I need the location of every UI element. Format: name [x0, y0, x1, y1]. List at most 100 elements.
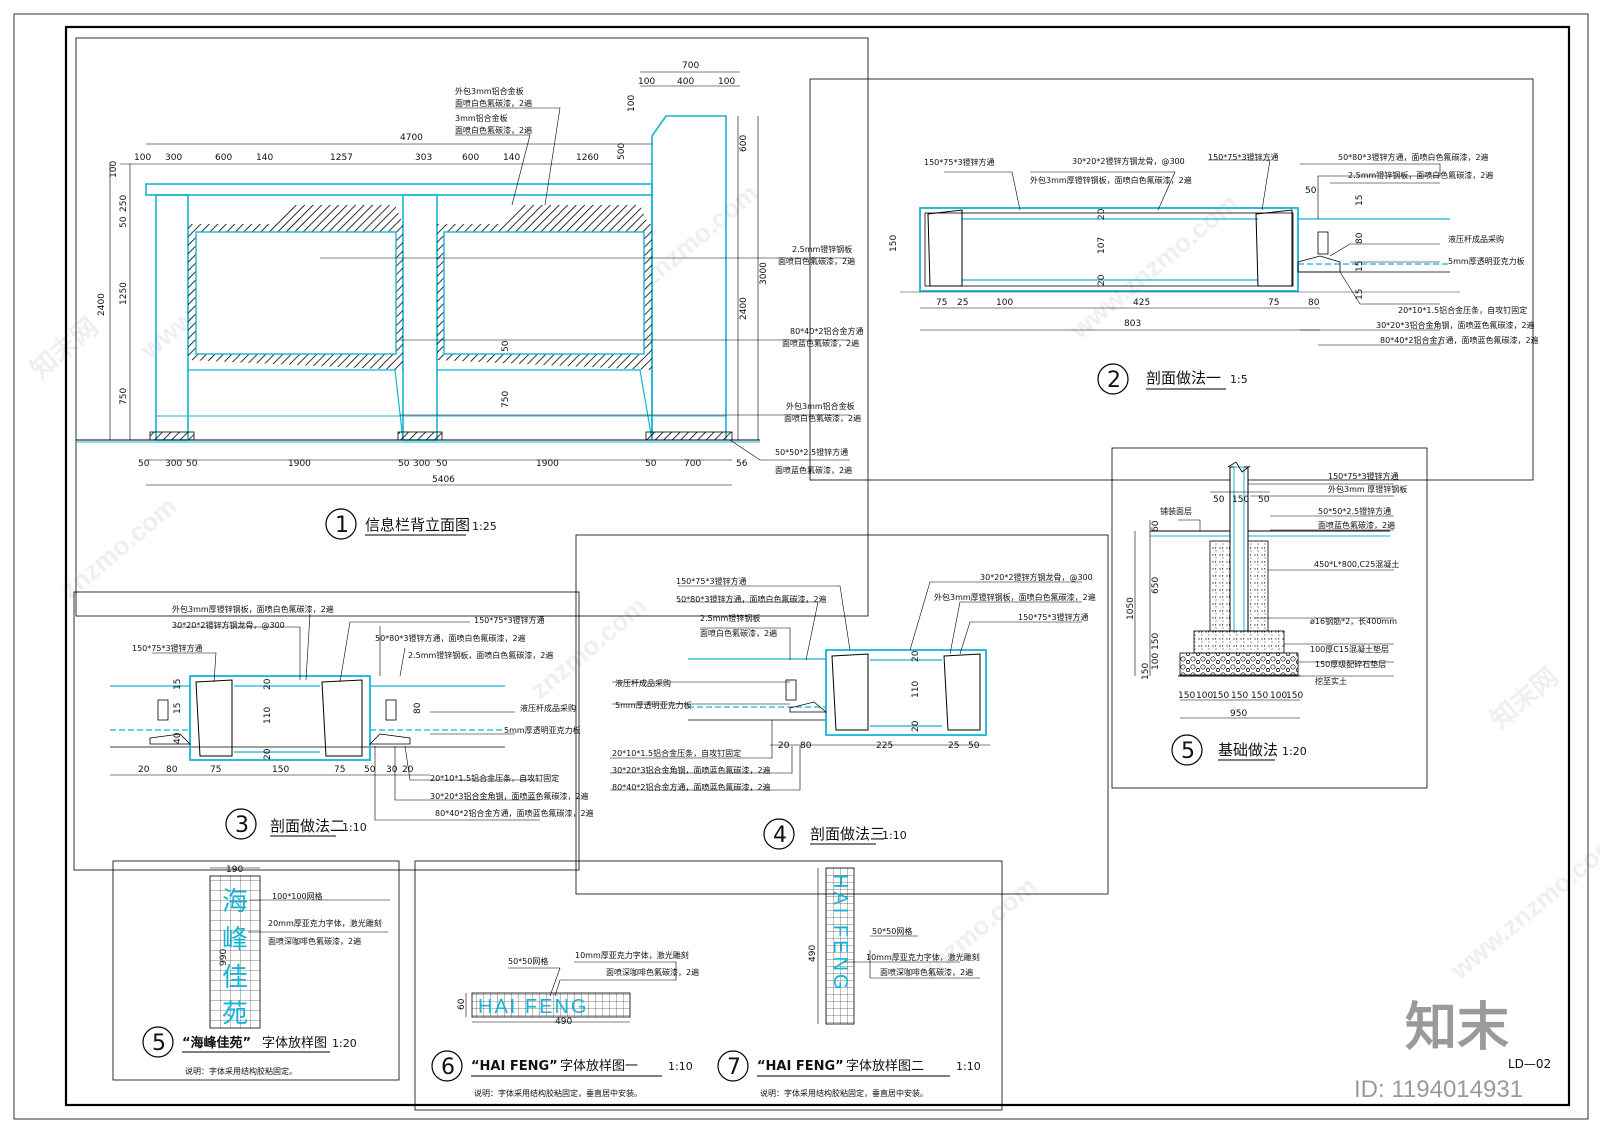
- viewport-frame: [75, 37, 869, 617]
- annotation: 2.5mm镫锌钢板，面喷白色氟碳漆，2遍: [1348, 170, 1493, 180]
- dim-label: 15: [173, 679, 183, 690]
- drawing-title-quote: “HAI FENG”: [471, 1059, 558, 1074]
- dim-label: 25: [957, 298, 968, 308]
- drawing-1-elevation: 4700 100 300 600 140 1257 303 600 140 12…: [75, 37, 869, 617]
- dim-label: 50: [645, 459, 657, 469]
- dim-label: 1250: [119, 282, 129, 305]
- annotation: 面喷白色氟碳漆，2遍: [455, 98, 532, 108]
- dim-label: 300: [413, 459, 430, 469]
- annotation: 450*L*800,C25混凝土: [1314, 559, 1399, 569]
- dim-label: 20: [1097, 208, 1107, 220]
- dim-label: 700: [684, 459, 701, 469]
- drawing-title: 剖面做法二: [270, 817, 345, 835]
- dim-label: 75: [1268, 298, 1279, 308]
- annotation: 50*80*3镫锌方通，面喷白色氟碳漆，2遍: [375, 633, 526, 643]
- viewport-frame: [112, 860, 400, 1081]
- dim-label: 50: [186, 459, 198, 469]
- drawing-number: 5: [1181, 739, 1195, 764]
- annotation: 80*40*2铝合金方通: [790, 326, 863, 336]
- note: 说明：字体采用结构胶粘固定，垂直居中安装。: [474, 1088, 642, 1098]
- annotation: 3mm铝合金板: [455, 113, 508, 123]
- dim-label: 20: [911, 720, 921, 732]
- dim-label: 150: [272, 765, 289, 775]
- annotation: 外包3mm厚镫锌钢板，面喷白色氟碳漆，2遍: [1030, 175, 1192, 185]
- dim-label: 50: [436, 459, 448, 469]
- dim-label: 425: [1133, 298, 1150, 308]
- annotation: 10mm厚亚克力字体，激光雕刻: [866, 952, 980, 962]
- dim-label: 400: [677, 77, 694, 87]
- dim-label: 140: [503, 153, 520, 163]
- dim-label: 80: [800, 741, 812, 751]
- annotation: 2.5mm镫锌钢板: [700, 613, 760, 623]
- annotation: 150*75*3镫锌方通: [1208, 152, 1279, 162]
- dim-label: 750: [119, 388, 129, 405]
- image-id-label: ID: 1194014931: [1354, 1076, 1523, 1103]
- drawing-scale: 1:10: [668, 1060, 693, 1073]
- drawing-number-circle: [142, 1026, 174, 1058]
- drawing-5b-font-layout: 海 峰 佳 苑 190 990 100*100网格 20mm厚亚克力字体，激光雕…: [112, 860, 400, 1081]
- brand-logo: 知末: [1405, 999, 1509, 1057]
- dim-label: 500: [617, 143, 627, 160]
- annotation: 液压杆成品采购: [520, 703, 576, 713]
- drawing-scale: 1:10: [342, 821, 367, 834]
- annotation: 5mm厚透明亚克力板: [504, 725, 581, 735]
- dim-label: 1050: [1126, 597, 1136, 620]
- dim-label: 150: [1286, 691, 1303, 701]
- dim-label: 600: [462, 153, 479, 163]
- dim-label: 100: [1151, 653, 1161, 670]
- drawing-title: 字体放样图: [262, 1036, 327, 1051]
- dim-label: 110: [911, 681, 921, 698]
- drawing-title: 剖面做法一: [1146, 369, 1221, 387]
- dim-label: 50: [1258, 495, 1270, 505]
- dim-label: 20: [263, 748, 273, 760]
- dim-label: 50: [398, 459, 410, 469]
- drawing-title-quote: “海峰佳苑”: [182, 1035, 251, 1051]
- dim-label: 250: [119, 195, 129, 212]
- note: 说明：字体采用结构胶粘固定，垂直居中安装。: [760, 1088, 928, 1098]
- annotation: 100厚C15混凝土垫层: [1310, 644, 1389, 654]
- dim-label: 2400: [739, 297, 749, 320]
- annotation: 面喷蓝色氟碳漆，2遍: [775, 465, 852, 475]
- annotation: 150*75*3镫锌方通: [474, 615, 545, 625]
- drawing-scale: 1:5: [1230, 373, 1248, 386]
- drawing-title-quote: “HAI FENG”: [757, 1059, 844, 1074]
- dim-label: 150: [889, 235, 899, 252]
- annotation: 外包3mm铝合金板: [786, 401, 855, 411]
- dim-label: 56: [736, 459, 748, 469]
- dim-label: 300: [165, 153, 182, 163]
- dim-label: 1900: [536, 459, 559, 469]
- dim-label: 15: [1355, 261, 1365, 272]
- dim-label: 1900: [288, 459, 311, 469]
- annotation: 150*75*3镫锌方通: [676, 576, 747, 586]
- drawing-7-font-layout: HAI FENG 490 50*50网格 10mm厚亚克力字体，激光雕刻 面喷深…: [717, 867, 981, 1098]
- annotation: 50*50网格: [872, 926, 912, 936]
- dim-label: 75: [334, 765, 345, 775]
- annotation: 50*50网格: [508, 956, 548, 966]
- annotation: 面喷白色氟碳漆，2遍: [700, 628, 777, 638]
- annotation: 50*80*3镫锌方通，面喷白色氟碳漆，2遍: [676, 594, 827, 604]
- annotation: 50*50*2.5镫锌方通: [1318, 506, 1391, 516]
- dim-label: 50: [364, 765, 376, 775]
- annotation: 100*100网格: [272, 891, 323, 901]
- annotation: 80*40*2铝合金方通，面喷蓝色氟碳漆，2遍: [1380, 335, 1539, 345]
- dim-label: 100: [134, 153, 151, 163]
- glyph: 海: [222, 887, 248, 917]
- dim-label: 650: [1151, 577, 1161, 594]
- dim-label: 150: [1212, 691, 1229, 701]
- annotation: 30*20*2镫锌方钢龙骨，@300: [1072, 156, 1185, 166]
- dim-label: 60: [457, 998, 467, 1010]
- annotation: 5mm厚透明亚克力板: [1448, 256, 1525, 266]
- dim-label: 80: [413, 702, 423, 714]
- drawing-number-circle: [717, 1050, 749, 1082]
- dim-label: 50: [119, 216, 129, 228]
- dim-label: 150: [1232, 495, 1249, 505]
- drawing-number-circle: [1171, 734, 1203, 766]
- drawing-title: 剖面做法三: [810, 825, 885, 843]
- annotation: 铺装面层: [1160, 506, 1192, 516]
- dim-label: 950: [1230, 709, 1247, 719]
- drawing-number: 2: [1107, 368, 1121, 393]
- drawing-scale: 1:25: [472, 520, 497, 533]
- annotation: 30*20*3铝合金角钢，面喷蓝色氟碳漆，2遍: [1376, 320, 1535, 330]
- drawing-scale: 1:20: [332, 1037, 357, 1050]
- drawing-number-circle: [763, 818, 795, 850]
